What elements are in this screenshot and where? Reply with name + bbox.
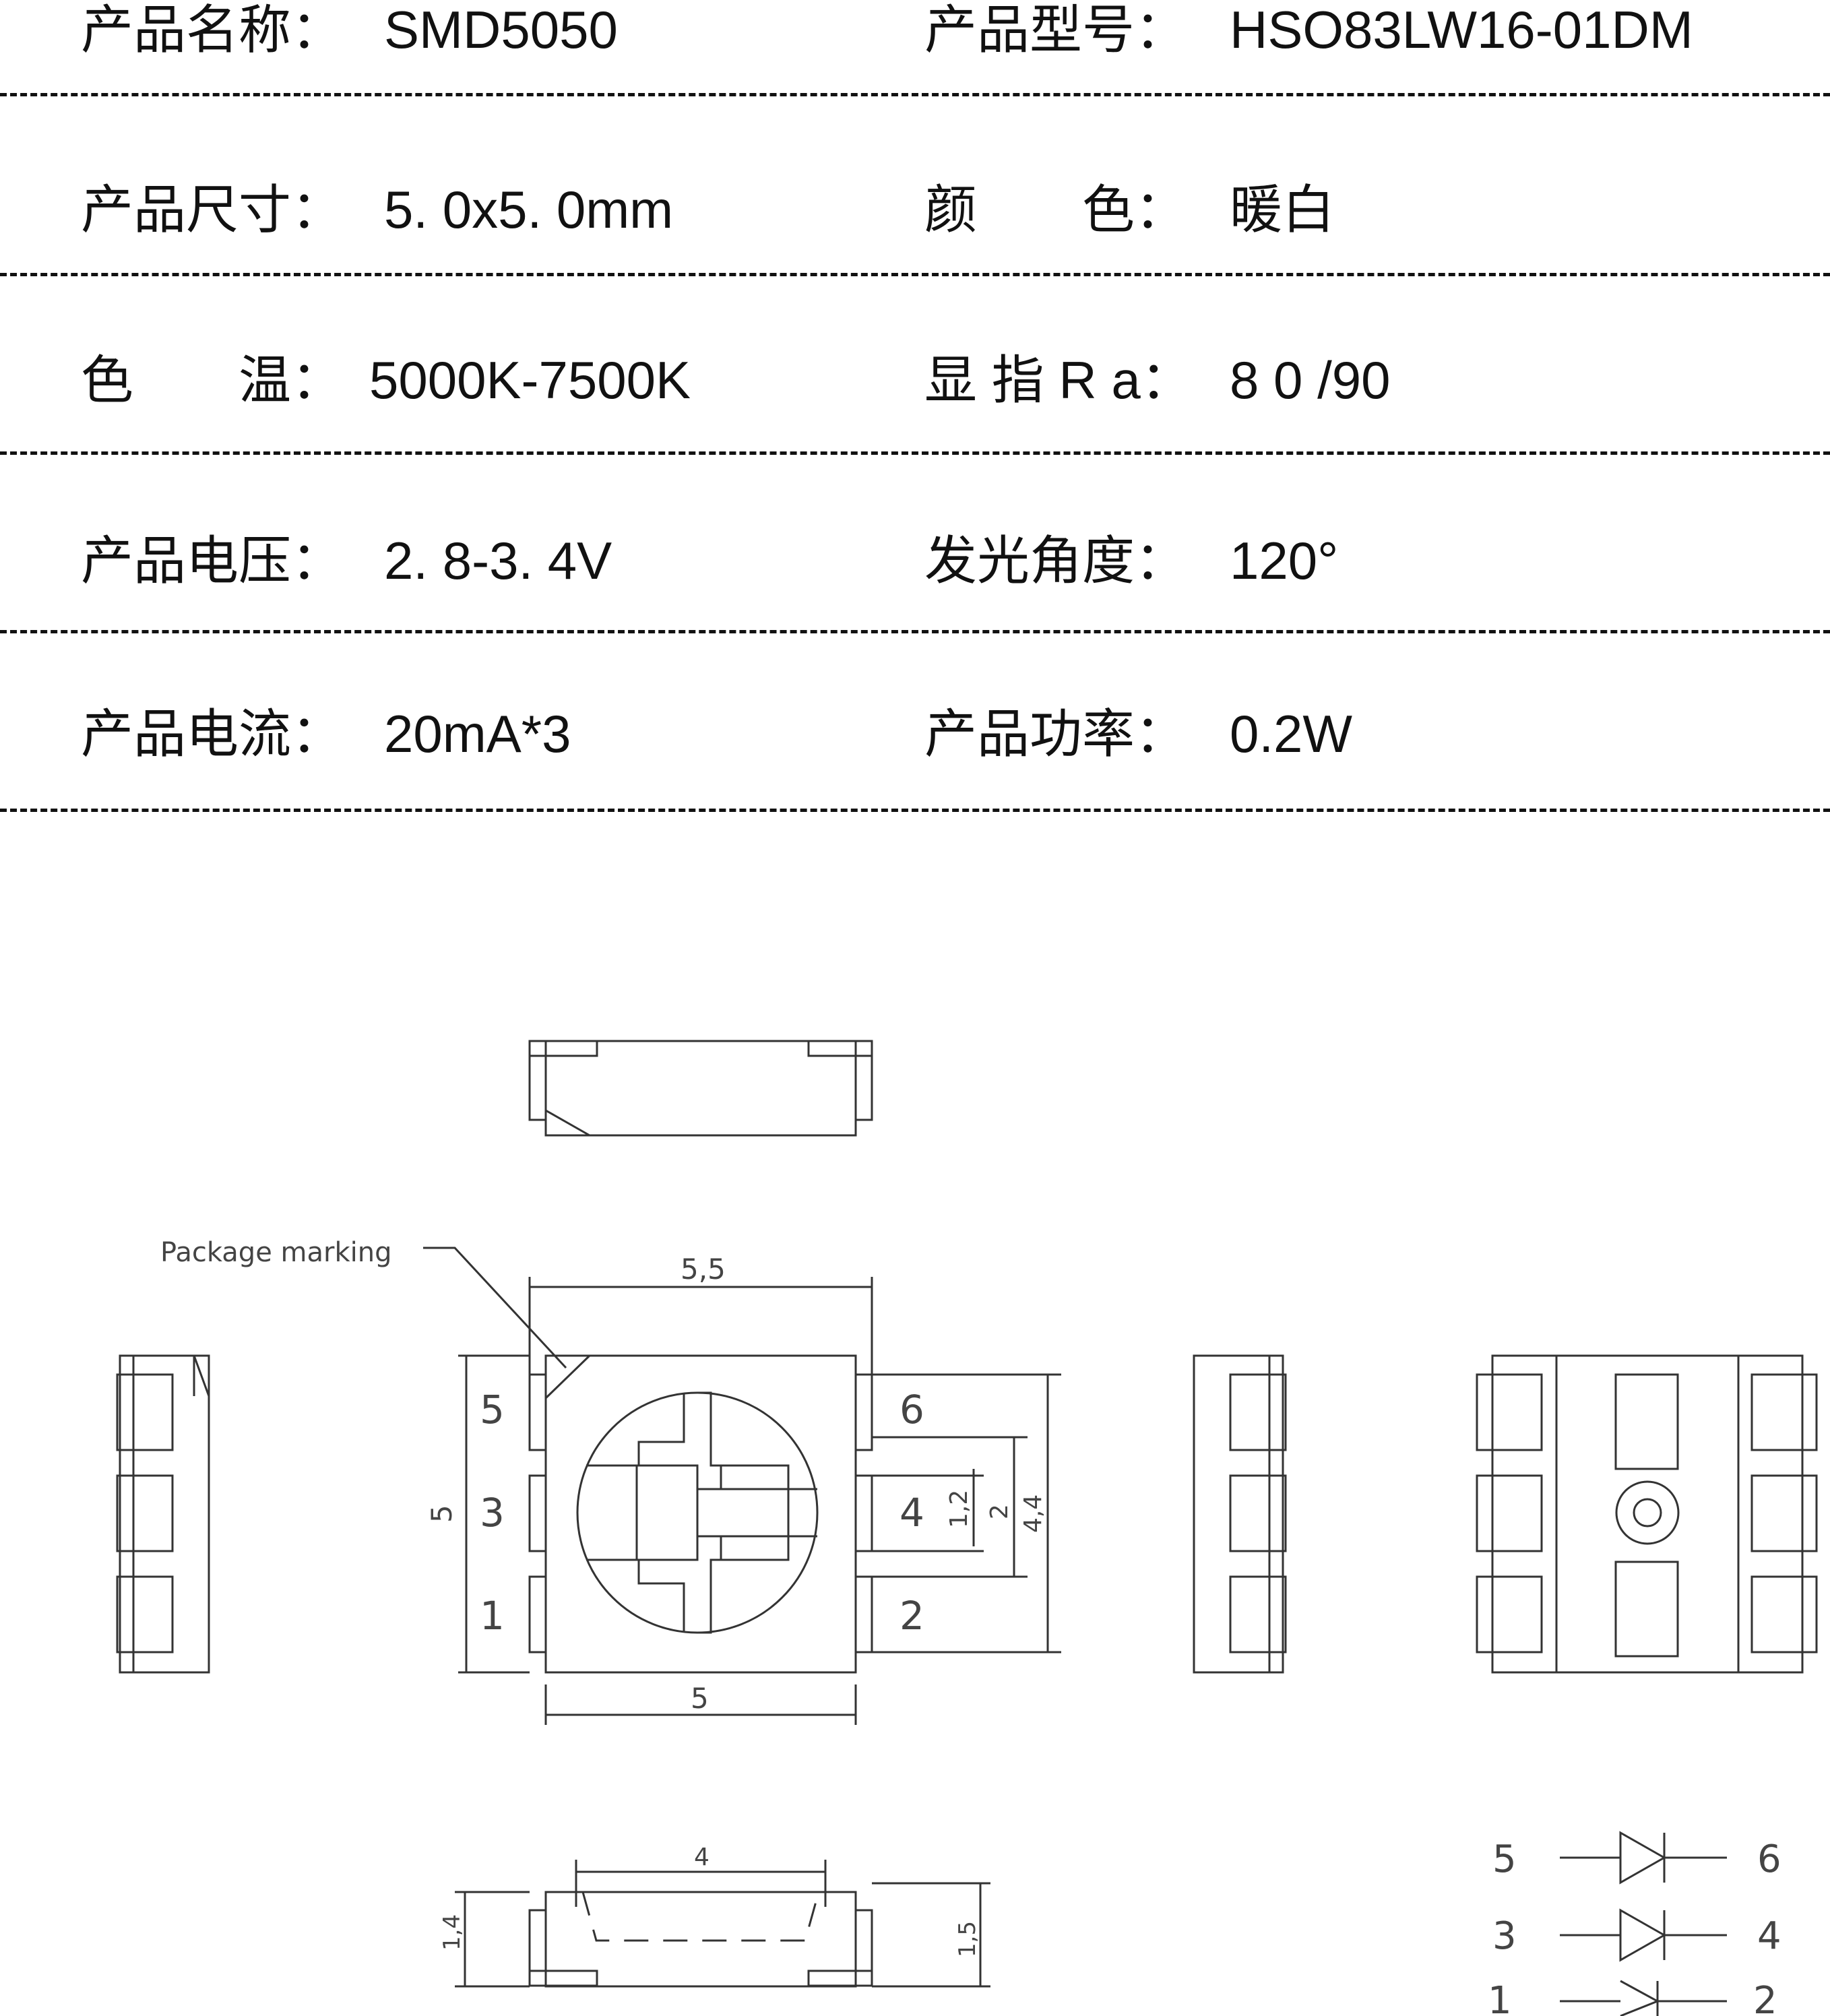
spec-value-color: 暖白 <box>1230 180 1335 239</box>
separator-line <box>0 273 1830 276</box>
dim-right-outer-label: 4,4 <box>1019 1494 1047 1533</box>
spec-value-color-temp: 5000K-7500K <box>369 350 691 410</box>
right-side-view <box>1193 1354 1287 1674</box>
pin-label: 4 <box>900 1490 924 1536</box>
spec-label-cri: 显 指 R a： <box>924 350 1193 410</box>
dim-left-height-label: 5 <box>425 1505 458 1523</box>
spec-label-color: 颜 色： <box>924 180 1188 239</box>
spec-label-current: 产品电流： <box>81 704 344 763</box>
dim-top-width-label: 5,5 <box>681 1253 726 1286</box>
spec-value-size: 5. 0x5. 0mm <box>384 180 674 239</box>
spec-label-color-temp: 色 温： <box>81 350 344 410</box>
dim-bottom-view-left-label: 1,4 <box>439 1914 466 1951</box>
spec-value-power: 0.2W <box>1230 704 1353 763</box>
main-top-view <box>528 1354 873 1674</box>
schematic-pin-label: 5 <box>1492 1837 1517 1881</box>
spec-value-voltage: 2. 8-3. 4V <box>384 531 612 590</box>
schematic-pin-label: 2 <box>1753 1979 1777 2016</box>
dimension-lines <box>458 1277 1061 1725</box>
spec-value-product-name: SMD5050 <box>384 0 618 59</box>
pin-label: 6 <box>900 1387 924 1432</box>
pin-label: 1 <box>480 1593 505 1639</box>
left-side-view <box>116 1354 210 1674</box>
separator-line <box>0 809 1830 812</box>
spec-label-size: 产品尺寸： <box>81 180 344 239</box>
dim-right-mid-label: 2 <box>986 1504 1013 1519</box>
bottom-view <box>1476 1354 1818 1674</box>
pin-label: 2 <box>900 1593 924 1639</box>
pin-label: 3 <box>480 1490 505 1536</box>
pin-label: 5 <box>480 1387 505 1432</box>
dim-right-inner-label: 1,2 <box>945 1490 973 1528</box>
package-marking-label: Package marking <box>160 1237 391 1268</box>
dim-bottom-width-label: 5 <box>691 1682 709 1715</box>
spec-label-voltage: 产品电压： <box>81 531 344 590</box>
schematic-pin-label: 3 <box>1492 1914 1517 1958</box>
schematic-pin-label: 6 <box>1757 1837 1781 1881</box>
top-side-view <box>528 1040 873 1137</box>
spec-label-product-name: 产品名称： <box>81 0 344 59</box>
schematic-pin-label: 1 <box>1488 1979 1512 2016</box>
dim-bottom-view-right-label: 1,5 <box>954 1921 981 1957</box>
spec-value-cri: 8 0 /90 <box>1230 350 1391 410</box>
schematic-diagram <box>1560 1831 1727 2016</box>
bottom-side-view <box>455 1860 990 1988</box>
spec-value-product-model: HSO83LW16-01DM <box>1230 0 1693 59</box>
separator-line <box>0 630 1830 633</box>
spec-value-beam-angle: 120° <box>1230 531 1339 590</box>
schematic-pin-label: 4 <box>1757 1914 1781 1958</box>
marking-leader <box>423 1247 567 1369</box>
spec-value-current: 20mA*3 <box>384 704 571 763</box>
spec-label-product-model: 产品型号： <box>924 0 1188 59</box>
dim-bottom-view-width-label: 4 <box>694 1844 709 1871</box>
spec-label-power: 产品功率： <box>924 704 1188 763</box>
spec-label-beam-angle: 发光角度： <box>924 531 1188 590</box>
spec-sheet: 产品名称： SMD5050 产品型号： HSO83LW16-01DM 产品尺寸：… <box>0 0 1830 822</box>
separator-line <box>0 93 1830 96</box>
separator-line <box>0 451 1830 455</box>
